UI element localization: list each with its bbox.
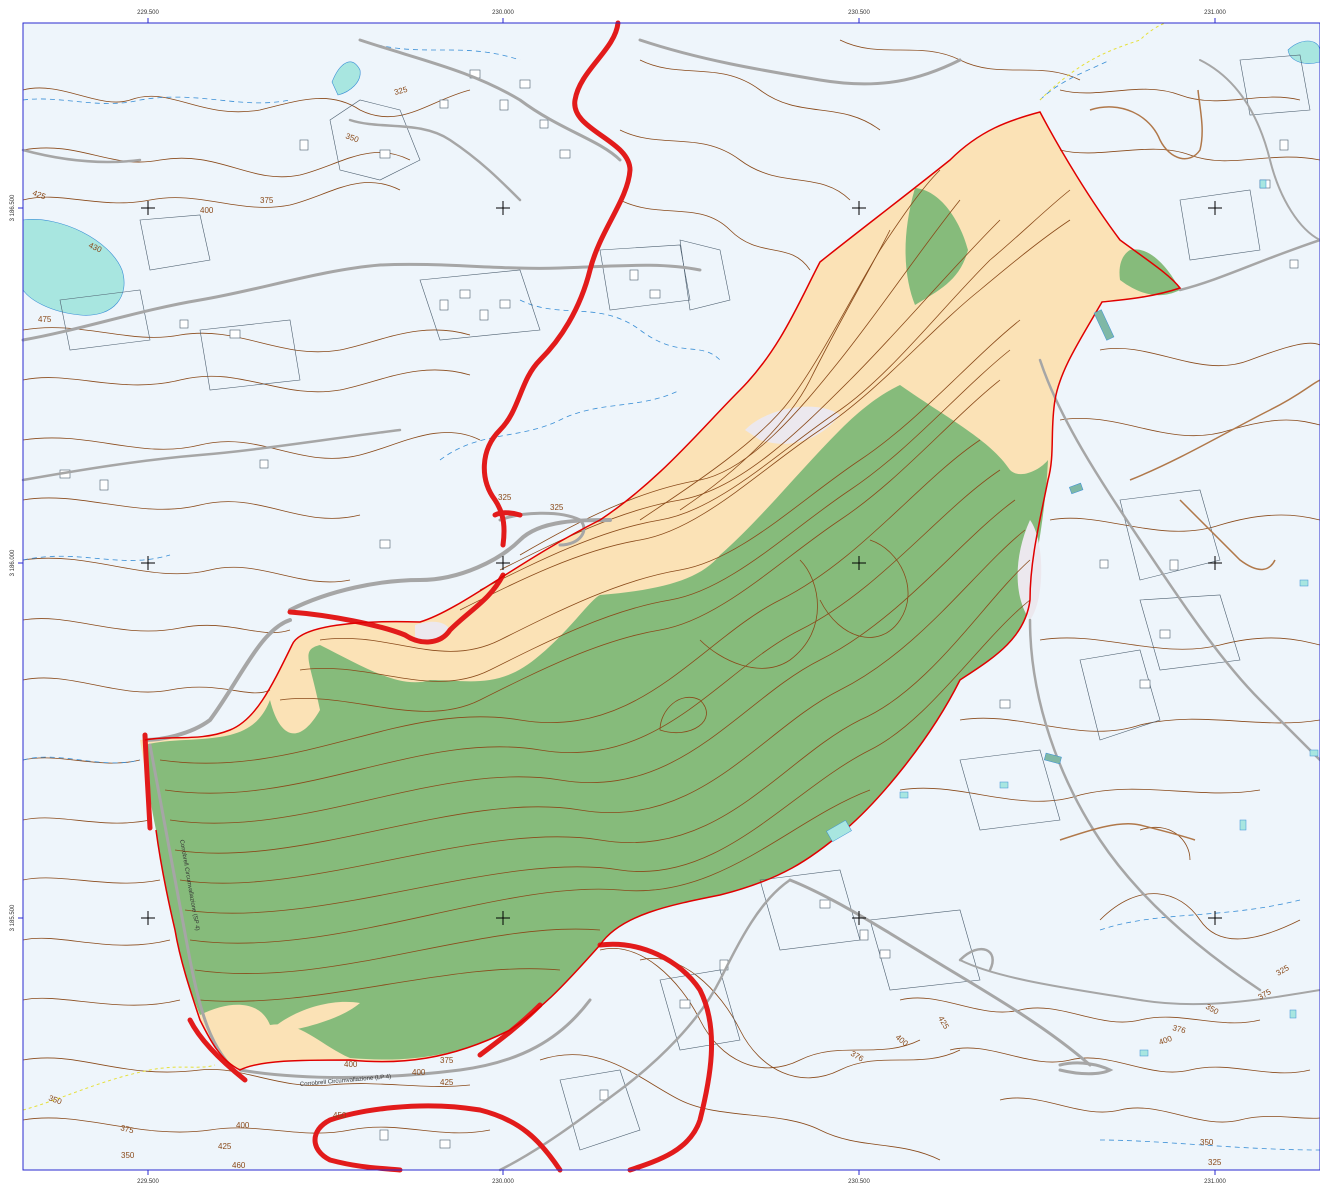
- x-label-bottom: 230.500: [848, 1179, 870, 1185]
- contour-label: 400: [412, 1068, 426, 1077]
- contour-label: 400: [344, 1060, 358, 1069]
- y-label-left: 3 186.500: [10, 194, 16, 221]
- secondary-tracks: [1059, 89, 1320, 841]
- roads: [21, 38, 1320, 1172]
- contour-label: 325: [393, 85, 409, 97]
- x-label-top: 229.500: [137, 10, 159, 16]
- contour-label: 376: [1171, 1023, 1187, 1035]
- grid-crosses: [141, 201, 1222, 925]
- contour-label: 350: [121, 1151, 135, 1160]
- pond-north: [331, 61, 361, 96]
- contour-label: 400: [236, 1121, 250, 1130]
- contour-label: 460: [232, 1161, 246, 1170]
- x-label-bottom: 231.000: [1204, 1179, 1226, 1185]
- major-route: [142, 20, 715, 1173]
- contour-label: 325: [1208, 1158, 1222, 1167]
- contour-label: 375: [440, 1056, 454, 1065]
- x-label-bottom: 229.500: [137, 1179, 159, 1185]
- coordinate-labels: 229.500 230.000 230.500 231.000 229.500 …: [10, 10, 1227, 1185]
- contour-label: 375: [119, 1123, 135, 1135]
- yellow-dashed-boundary: [22, 22, 1166, 1111]
- contour-label: 425: [218, 1142, 232, 1151]
- forest-area: [145, 188, 1180, 1060]
- forest-perimeter: [144, 111, 1182, 1071]
- contour-label: 475: [38, 315, 52, 324]
- contour-label: 400: [1158, 1034, 1174, 1047]
- y-label-left: 3 186.000: [10, 549, 16, 576]
- contour-label: 350: [344, 131, 360, 144]
- x-label-top: 230.500: [848, 10, 870, 16]
- x-label-top: 230.000: [492, 10, 514, 16]
- contour-label: 350: [47, 1093, 63, 1106]
- frame-ticks: [18, 18, 1216, 1175]
- contour-label: 325: [498, 493, 512, 502]
- map-frame: [22, 22, 1320, 1171]
- contour-elevation-labels: 325 350 375 400 425 430 475 325 400 375 …: [31, 85, 1291, 1170]
- contour-label: 400: [200, 206, 214, 215]
- small-ponds: [826, 179, 1319, 1057]
- contour-label: 425: [31, 188, 47, 201]
- x-label-top: 231.000: [1204, 10, 1226, 16]
- contour-label: 325: [550, 503, 564, 512]
- contour-label: 425: [440, 1078, 454, 1087]
- y-label-left: 3 185.500: [10, 904, 16, 931]
- water-bodies: [22, 40, 1320, 316]
- contour-lines: [22, 39, 1320, 1161]
- pond-northeast: [1287, 40, 1320, 64]
- contour-label: 375: [260, 196, 274, 205]
- lake-west: [22, 219, 125, 316]
- x-label-bottom: 230.000: [492, 1179, 514, 1185]
- contour-label: 350: [1200, 1138, 1214, 1147]
- contour-label: 450: [333, 1111, 347, 1120]
